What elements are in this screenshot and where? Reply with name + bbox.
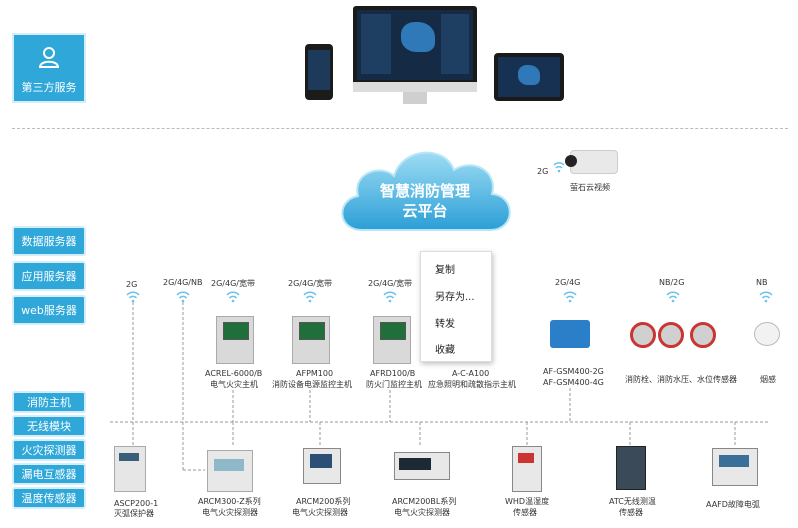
device-desc: 电气火灾探测器: [292, 508, 348, 517]
device-name: AF-GSM400-2G: [543, 367, 604, 376]
device-name: ACREL-6000/B: [205, 369, 263, 378]
user-icon: [38, 47, 60, 68]
menu-item-favorite[interactable]: 收藏: [435, 345, 455, 356]
context-menu: 复制 另存为... 转发 收藏: [420, 251, 492, 362]
hydrant-sensor-illustration: [690, 322, 716, 348]
tablet-illustration: [494, 53, 564, 101]
wifi-icon: [666, 291, 680, 303]
device-name: AFPM100: [296, 369, 334, 378]
device-name: 消防栓、消防水压、水位传感器: [625, 375, 737, 384]
device-name: ARCM300-Z系列: [198, 497, 261, 506]
afpm100-host-illustration: [292, 316, 330, 364]
monitor-illustration: [353, 6, 477, 92]
third-party-service-box[interactable]: 第三方服务: [14, 35, 84, 101]
top-divider: [12, 128, 788, 129]
device-desc: 电气火灾探测器: [394, 508, 450, 517]
acrel-6000-host-illustration: [216, 316, 254, 364]
arcm200-illustration: [303, 448, 341, 484]
wifi-icon: [126, 291, 140, 303]
atc-sensor-illustration: [616, 446, 646, 490]
smoke-detector-illustration: [754, 322, 780, 346]
device-name: WHD温湿度: [505, 497, 550, 506]
aafd-illustration: [712, 448, 758, 486]
menu-item-forward[interactable]: 转发: [435, 319, 455, 330]
web-server-button[interactable]: web服务器: [14, 297, 84, 323]
camera-illustration: [565, 150, 618, 174]
network-label-3: 2G/4G/宽带: [211, 279, 255, 288]
wifi-icon: [176, 291, 190, 303]
arcm300z-illustration: [207, 450, 253, 492]
network-label-5: 2G/4G/宽带: [368, 279, 412, 288]
cloud-platform-icon: [341, 151, 511, 231]
wifi-icon: [303, 291, 317, 303]
device-desc: 传感器: [513, 508, 537, 517]
wireless-module-button[interactable]: 无线模块: [14, 417, 84, 435]
network-label-4: 2G/4G/宽带: [288, 279, 332, 288]
camera-label: 萤石云视频: [570, 183, 610, 192]
third-party-label: 第三方服务: [21, 81, 77, 94]
menu-item-copy[interactable]: 复制: [435, 265, 455, 276]
wifi-icon: [759, 291, 773, 303]
cloud-title-line1: 智慧消防管理: [379, 182, 470, 200]
device-desc: AF-GSM400-4G: [543, 378, 604, 387]
camera-network: 2G: [537, 167, 549, 176]
afrd100-host-illustration: [373, 316, 411, 364]
device-name: ASCP200-1: [114, 499, 159, 508]
network-label-8: NB: [756, 278, 768, 287]
device-desc: 灭弧保护器: [114, 509, 154, 518]
whd-sensor-illustration: [512, 446, 542, 492]
wifi-icon: [563, 291, 577, 303]
device-name: A-C-A100: [452, 369, 490, 378]
device-desc: 电气火灾主机: [210, 380, 258, 389]
network-label-6: 2G/4G: [555, 278, 581, 287]
device-name: AAFD故障电弧: [706, 500, 760, 509]
monitor-stand: [403, 92, 427, 104]
device-name: ARCM200BL系列: [392, 497, 457, 506]
device-desc: 消防设备电源监控主机: [272, 380, 352, 389]
camera-wifi-icon: [553, 162, 565, 173]
ascp200-illustration: [114, 446, 146, 492]
cloud-title-line2: 云平台: [402, 202, 448, 220]
fire-host-button[interactable]: 消防主机: [14, 393, 84, 411]
data-server-button[interactable]: 数据服务器: [14, 228, 84, 254]
hydrant-sensor-illustration: [658, 322, 684, 348]
network-label-7: NB/2G: [659, 278, 685, 287]
device-desc: 传感器: [619, 508, 643, 517]
wifi-icon: [226, 291, 240, 303]
device-desc: 防火门监控主机: [366, 380, 422, 389]
menu-item-save-as[interactable]: 另存为...: [435, 292, 475, 303]
network-label-2: 2G/4G/NB: [163, 278, 203, 287]
device-desc: 应急照明和疏散指示主机: [428, 380, 516, 389]
wifi-icon: [383, 291, 397, 303]
device-name: ATC无线测温: [609, 497, 656, 506]
device-name: AFRD100/B: [370, 369, 416, 378]
device-desc: 电气火灾探测器: [202, 508, 258, 517]
network-label-1: 2G: [126, 280, 138, 289]
gsm400-module-illustration: [550, 320, 590, 348]
arcm200bl-illustration: [394, 452, 450, 480]
fire-detector-button[interactable]: 火灾探测器: [14, 441, 84, 459]
hydrant-sensor-illustration: [630, 322, 656, 348]
app-server-button[interactable]: 应用服务器: [14, 263, 84, 289]
temperature-sensor-button[interactable]: 温度传感器: [14, 489, 84, 507]
device-name: 烟感: [760, 375, 776, 384]
device-name: ARCM200系列: [296, 497, 351, 506]
phone-illustration: [305, 44, 333, 100]
leakage-transformer-button[interactable]: 漏电互感器: [14, 465, 84, 483]
